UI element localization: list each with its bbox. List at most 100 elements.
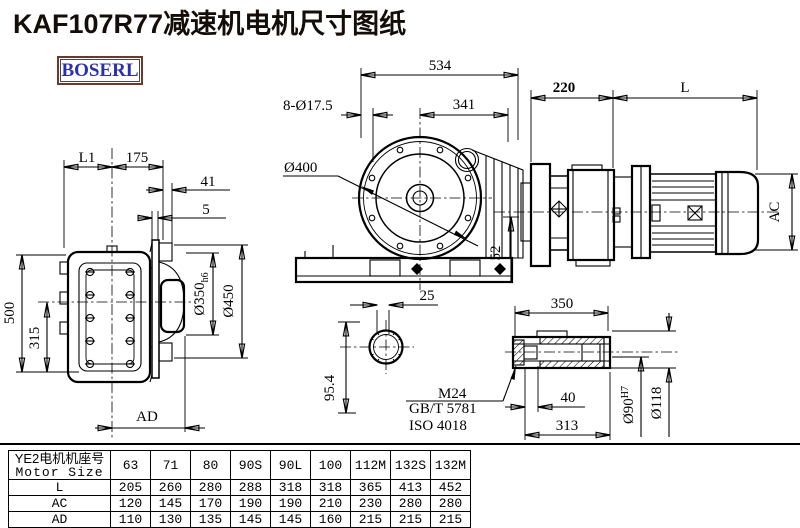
dim-bolt-holes: 8-Ø17.5 [283,98,393,162]
dim-220-label: 220 [553,80,576,96]
dim-315-label: 315 [27,327,43,350]
row-label: AC [9,496,111,512]
cell: 230 [351,496,391,512]
dim-341-label: 341 [453,97,476,113]
col-header: 100 [311,451,351,480]
cell: 318 [271,480,311,496]
dim-118-label: Ø118 [649,387,665,420]
dim-AD-label: AD [136,409,158,425]
dim-400: Ø400 [283,160,478,246]
dim-500-label: 500 [2,302,18,325]
col-header: 90L [271,451,311,480]
cell: 413 [391,480,431,496]
note-m24: M24 [438,386,467,402]
note-iso: ISO 4018 [409,418,467,434]
hollow-shaft-detail [505,331,680,368]
motor-size-table: YE2电机机座号 Motor Size 63 71 80 90S 90L 100… [8,450,471,528]
cell: 190 [271,496,311,512]
cell: 215 [431,512,471,528]
dim-40: 40 [505,366,585,412]
base-bolt-right [494,263,506,275]
table-row-AC: AC 120 145 170 190 190 210 230 280 280 [9,496,471,512]
col-header: 71 [151,451,191,480]
cell: 120 [111,496,151,512]
dim-175: 175 [112,150,163,240]
cell: 280 [391,496,431,512]
dim-52-label: 52 [488,246,504,261]
cell: 145 [271,512,311,528]
dim-L-label: L [680,80,689,96]
col-header: 90S [231,451,271,480]
dim-40-label: 40 [561,390,576,406]
table-row-L: L 205 260 280 288 318 318 365 413 452 [9,480,471,496]
dim-AC-label: AC [767,202,783,223]
cell: 135 [191,512,231,528]
cell: 110 [111,512,151,528]
dim-534: 534 [361,58,518,140]
dim-350s-label: 350 [551,296,574,312]
cell: 260 [151,480,191,496]
cell: 170 [191,496,231,512]
cell: 318 [311,480,351,496]
dim-5-label: 5 [202,202,210,218]
dim-25: 25 [350,288,438,334]
cell: 190 [231,496,271,512]
dim-25-label: 25 [420,288,435,304]
cell: 288 [231,480,271,496]
col-header: 112M [351,451,391,480]
flange-bolt-symbol [551,201,567,217]
row-label: AD [9,512,111,528]
dim-450-label: Ø450 [221,284,237,317]
dim-400-label: Ø400 [284,160,317,176]
col-header: 63 [111,451,151,480]
base-bolt-left [411,263,423,275]
thread-note: M24 GB/T 5781 ISO 4018 [406,366,516,434]
side-view [494,164,778,266]
dim-AC: AC [755,174,798,250]
dim-L1: L1 [64,150,112,248]
row-label: L [9,480,111,496]
dim-315: 315 [27,303,47,372]
dim-41: 41 [146,174,230,243]
note-gbt: GB/T 5781 [409,401,477,417]
table-row-AD: AD 110 130 135 145 145 160 215 215 215 [9,512,471,528]
dim-90H7: Ø90H7 [620,357,641,437]
dim-350h6-label: Ø350h6 [192,272,211,315]
dim-313-label: 313 [556,418,579,434]
front-view [296,108,523,290]
cell: 280 [431,496,471,512]
dim-341: 341 [420,97,508,142]
cover-bolts [85,268,135,367]
dim-534-label: 534 [429,58,452,74]
col-header: 80 [191,451,231,480]
dim-bolt-holes-label: 8-Ø17.5 [283,98,333,114]
dim-175-label: 175 [126,150,149,166]
dim-L: L [613,80,757,170]
table-header-cn: YE2电机机座号 [9,452,110,466]
table-header-row: YE2电机机座号 Motor Size 63 71 80 90S 90L 100… [9,451,471,480]
dim-5: 5 [138,202,226,240]
col-header: 132S [391,451,431,480]
cell: 205 [111,480,151,496]
dim-90H7-label: Ø90H7 [620,386,637,424]
cell: 210 [311,496,351,512]
cell: 215 [351,512,391,528]
cell: 145 [151,496,191,512]
dim-954: 95.4 [322,322,360,413]
cell: 365 [351,480,391,496]
dim-220: 220 [531,80,613,168]
divider-line [0,443,800,445]
col-header: 132M [431,451,471,480]
dim-41-label: 41 [201,174,216,190]
cell: 215 [391,512,431,528]
dim-L1-label: L1 [79,150,96,166]
table-header-en: Motor Size [9,466,110,479]
cell: 130 [151,512,191,528]
dim-954-label: 95.4 [322,374,338,401]
cell: 160 [311,512,351,528]
dim-118: Ø118 [649,313,669,437]
table-header-cell: YE2电机机座号 Motor Size [9,451,111,480]
dim-350h6: Ø350h6 [186,253,219,335]
